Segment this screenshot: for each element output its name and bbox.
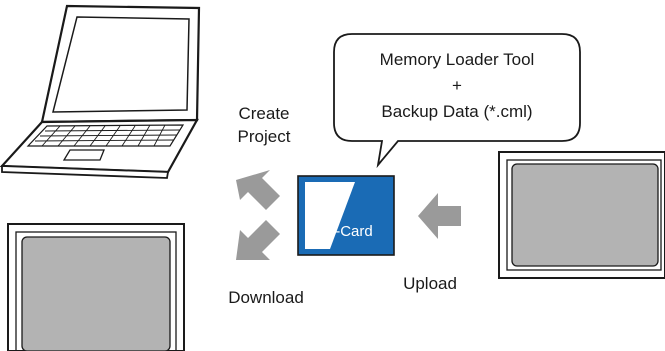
callout-line-3: Backup Data (*.cml): [381, 102, 532, 121]
cf-card-label: CF-Card: [315, 223, 373, 240]
display-top-right: [498, 151, 665, 279]
arrow-left-icon: [418, 193, 461, 239]
callout-line-1: Memory Loader Tool: [380, 50, 535, 69]
cf-card-icon: CF-Card: [297, 175, 395, 256]
display-bottom-left: [7, 223, 185, 351]
create-label-line-2: Project: [238, 127, 291, 146]
arrow-up-left-icon: [236, 170, 280, 210]
upload-label: Upload: [403, 274, 457, 293]
display-screen: [21, 236, 171, 351]
create-label-line-1: Create: [238, 104, 289, 123]
download-label: Download: [228, 288, 304, 307]
callout-line-2: +: [452, 76, 462, 95]
laptop-icon: [0, 4, 201, 179]
callout-bubble: Memory Loader Tool + Backup Data (*.cml): [333, 33, 581, 169]
display-screen: [511, 163, 659, 267]
arrow-down-left-icon: [236, 220, 280, 260]
